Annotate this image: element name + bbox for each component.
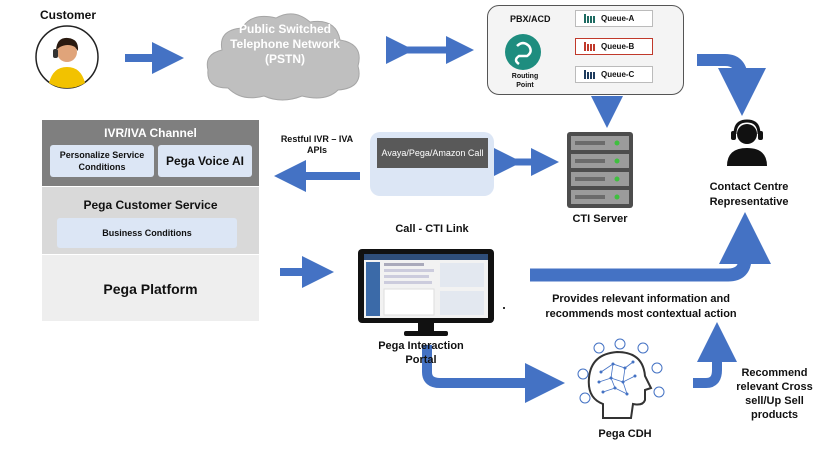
arrow-portal-to-agent: [530, 212, 771, 282]
contact-centre-representative-label: Contact Centre Representative: [709, 181, 789, 208]
arrow-cdh-to-agent: [693, 322, 737, 388]
queue-c: Queue-C: [575, 66, 653, 83]
queue-c-label: Queue-C: [601, 70, 635, 79]
queue-icon: [584, 70, 595, 79]
pega-voice-ai-box: Pega Voice AI: [158, 145, 252, 177]
pbx-label: PBX/ACD: [510, 14, 551, 24]
queue-icon: [584, 14, 595, 23]
queue-b: Queue-B: [575, 38, 653, 55]
cti-server-label: CTI Server: [572, 213, 628, 225]
ivr-iva-channel-title: IVR/IVA Channel: [104, 126, 197, 140]
avaya-call-label: Avaya/Pega/Amazon Call: [377, 138, 488, 168]
routing-point-label: Routing Point: [511, 73, 539, 89]
customer-label: Customer: [40, 8, 97, 22]
cti-server-icon: [567, 132, 633, 208]
pega-interaction-portal-label: Pega Interaction Portal: [378, 340, 464, 366]
pstn-label: Public Switched Telephone Network (PSTN): [230, 22, 340, 66]
pstn-cloud-icon: [206, 13, 360, 101]
business-conditions-box: Business Conditions: [57, 218, 237, 248]
arrow-pbx-to-agent: [697, 54, 766, 116]
routing-point-icon: [505, 34, 541, 70]
queue-icon: [584, 42, 595, 51]
pega-cdh-label: Pega CDH: [598, 428, 652, 440]
recommend-cross-sell-label: Recommend relevant Cross sell/Up Sell pr…: [736, 367, 813, 421]
queue-b-label: Queue-B: [601, 42, 635, 51]
restful-apis-label: Restful IVR – IVA APIs: [280, 134, 354, 155]
dot-mark: [503, 307, 505, 309]
cdh-brain-head-icon: [577, 338, 665, 419]
call-cti-link-label: Call - CTI Link: [395, 223, 469, 235]
monitor-icon: [358, 249, 494, 336]
queue-a-label: Queue-A: [601, 14, 635, 23]
pega-platform-block: [42, 255, 259, 321]
pega-platform-title: Pega Platform: [103, 281, 198, 297]
pega-customer-service-title: Pega Customer Service: [83, 198, 218, 212]
queue-a: Queue-A: [575, 10, 653, 27]
personalize-service-conditions-box: Personalize Service Conditions: [50, 145, 154, 177]
customer-avatar-icon: [35, 25, 99, 89]
provides-relevant-information-label: Provides relevant information and recomm…: [545, 293, 737, 320]
agent-headset-icon: [727, 119, 767, 166]
